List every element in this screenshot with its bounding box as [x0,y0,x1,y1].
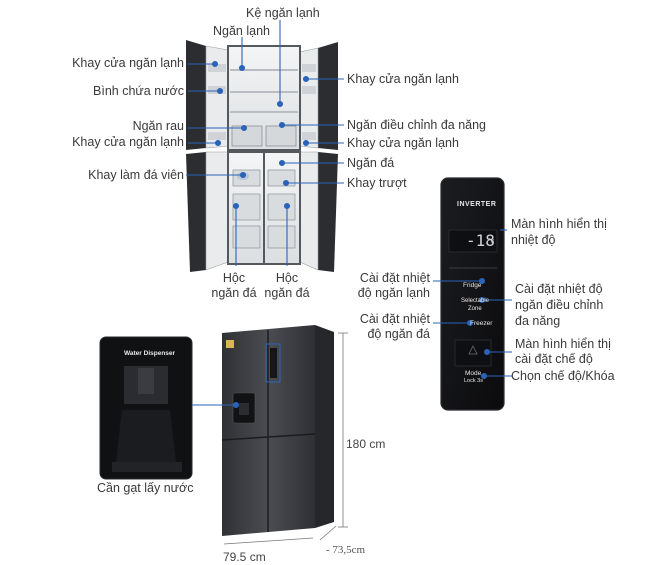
open-fridge-illustration [186,40,338,272]
label-man-hinh-nhiet-do-line1: Màn hình hiển thị [511,217,607,231]
label-khay-lam-da: Khay làm đá viên [88,168,184,182]
panel-brand: INVERTER [457,201,497,208]
label-ngan-dieu-chinh: Ngăn điều chỉnh đa năng [347,118,487,132]
leader-lines [186,20,512,409]
panel-temp-unit: °c [488,238,495,245]
label-cai-dat-da-line2: độ ngăn đá [367,327,430,341]
panel-temp-display: -18 [466,231,495,250]
dimension-depth-dash: - [326,544,333,556]
dimension-width: 79.5 cm [223,550,266,564]
label-ngan-rau: Ngăn rau [132,119,184,133]
label-man-hinh-nhiet-do-line2: nhiệt độ [511,233,556,247]
label-hoc-ngan-da-1-line2: ngăn đá [211,286,257,300]
label-chon-che-do: Chọn chế độ/Khóa [511,369,615,383]
label-ke-ngan-lanh: Kệ ngăn lạnh [246,6,320,20]
label-ngan-da: Ngăn đá [347,156,395,170]
label-khay-cua-ngan-lanh-top-right: Khay cửa ngăn lạnh [347,72,459,86]
closed-fridge-illustration [221,325,334,536]
label-hoc-ngan-da-1-line1: Hộc [222,271,246,285]
panel-fridge-button[interactable]: Fridge [463,282,482,289]
label-ngan-lanh: Ngăn lạnh [213,24,270,38]
label-cai-dat-dieu-chinh-line3: đa năng [515,314,561,328]
dimension-lines [223,332,348,545]
label-cai-dat-dieu-chinh-line2: ngăn điều chỉnh [515,298,604,312]
label-khay-cua-ngan-lanh-mid-left: Khay cửa ngăn lạnh [72,135,184,149]
label-cai-dat-dieu-chinh-line1: Cài đặt nhiệt độ [515,282,603,296]
label-cai-dat-lanh-line1: Cài đặt nhiệt [359,271,430,285]
panel-lock-label: Lock 3s [464,378,483,384]
label-cai-dat-lanh-line2: độ ngăn lạnh [357,286,430,300]
dimension-height: 180 cm [346,437,386,451]
panel-freezer-button[interactable]: Freezer [470,320,493,327]
label-man-hinh-che-do-line2: cài đặt chế độ [515,352,593,366]
label-cai-dat-da-line1: Cài đặt nhiệt [359,312,430,326]
panel-selectable-label: Selectable [461,298,490,304]
panel-zone-button[interactable]: Zone [468,306,482,312]
dispenser-title: Water Dispenser [124,350,176,357]
label-binh-chua-nuoc: Bình chứa nước [93,84,184,98]
label-can-gat-lay-nuoc: Cần gạt lấy nước [97,481,194,495]
label-hoc-ngan-da-2-line1: Hộc [275,271,299,285]
label-khay-cua-ngan-lanh-mid-right: Khay cửa ngăn lạnh [347,136,459,150]
dimension-depth-value: 73,5cm [332,544,366,556]
label-khay-truot: Khay trượt [347,176,407,190]
dimension-depth: - 73,5cm [326,543,365,558]
water-dispenser-closeup [99,336,193,480]
panel-mode-button[interactable]: Mode [465,370,482,377]
label-man-hinh-che-do-line1: Màn hình hiển thị [515,337,611,351]
label-khay-cua-ngan-lanh-top-left: Khay cửa ngăn lạnh [72,56,184,70]
label-hoc-ngan-da-2-line2: ngăn đá [264,286,310,300]
